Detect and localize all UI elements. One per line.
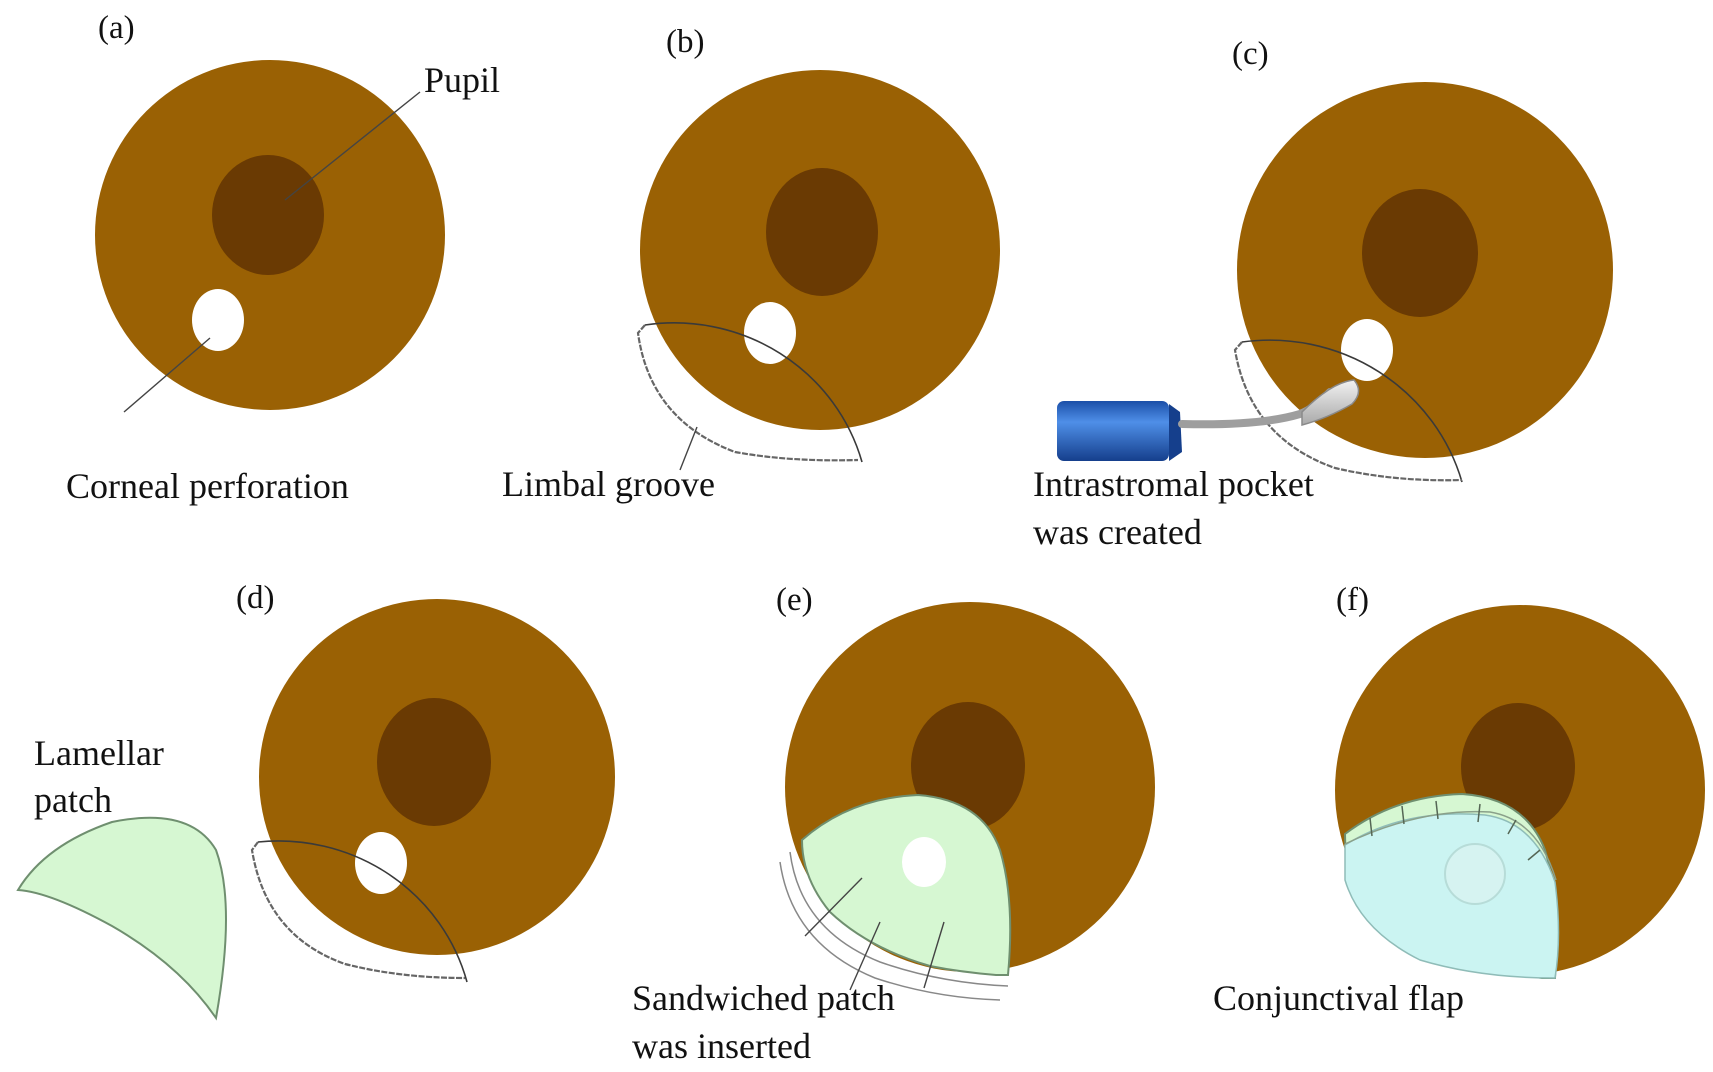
pupil-label: Pupil bbox=[424, 60, 500, 100]
suture bbox=[1435, 800, 1439, 820]
knife-handle bbox=[1057, 401, 1169, 461]
pupil bbox=[1362, 189, 1478, 317]
lamellar-patch-label-line1: Lamellar bbox=[34, 733, 164, 773]
flap-suture-line bbox=[1344, 810, 1557, 881]
patch-leader-line-1 bbox=[804, 877, 863, 937]
corneal-perforation bbox=[192, 289, 244, 351]
intrastromal-pocket-label-line1: Intrastromal pocket bbox=[1033, 464, 1314, 504]
sandwiched-patch-label-line2: was inserted bbox=[632, 1026, 811, 1066]
corneal-perforation bbox=[902, 837, 946, 887]
limbal-groove bbox=[636, 324, 859, 462]
crescent-knife bbox=[1057, 379, 1360, 461]
panel-label-d: (d) bbox=[236, 580, 274, 616]
corneal-perforation bbox=[355, 832, 407, 894]
incision-arc bbox=[644, 322, 863, 463]
suture bbox=[1477, 803, 1481, 823]
suture bbox=[1527, 849, 1541, 861]
panel-b: (b) Limbal groove bbox=[502, 24, 1000, 504]
pupil bbox=[377, 698, 491, 826]
lamellar-patch-label-line2: patch bbox=[34, 780, 112, 820]
limbal-groove-outer bbox=[789, 851, 1009, 987]
corneal-perforation bbox=[744, 302, 796, 364]
limbal-groove-inner bbox=[779, 861, 1001, 1001]
lamellar-patch bbox=[16, 816, 227, 1021]
panel-label-c: (c) bbox=[1232, 36, 1269, 72]
panel-label-f: (f) bbox=[1336, 582, 1369, 618]
suture bbox=[1369, 817, 1373, 837]
panel-e: (e) Sandwiched patch was inserted bbox=[632, 582, 1155, 1066]
knife-handle-tip bbox=[1169, 404, 1182, 461]
suture bbox=[1507, 819, 1517, 835]
incision-arc bbox=[1241, 339, 1463, 483]
panel-label-a: (a) bbox=[98, 10, 135, 46]
panel-a: (a) Pupil Corneal perforation bbox=[66, 10, 500, 506]
conjunctival-flap-label: Conjunctival flap bbox=[1213, 978, 1464, 1018]
panel-label-e: (e) bbox=[776, 582, 813, 618]
suture bbox=[1401, 805, 1405, 825]
pupil bbox=[212, 155, 324, 275]
perforation-leader-line bbox=[123, 337, 211, 413]
conjunctival-flap bbox=[1344, 813, 1560, 979]
limbal-groove-leader-line bbox=[679, 426, 698, 471]
sutures bbox=[1369, 800, 1541, 861]
knife-blade bbox=[1301, 379, 1360, 426]
panel-c: (c) Intrastromal pocket was created bbox=[1033, 36, 1613, 552]
limbal-groove-label: Limbal groove bbox=[502, 464, 715, 504]
intrastromal-pocket-groove bbox=[1233, 341, 1463, 482]
sandwiched-patch bbox=[800, 793, 1012, 976]
patch-leader-line-2 bbox=[849, 921, 881, 991]
sealed-perforation bbox=[1444, 843, 1506, 905]
corneal-perforation bbox=[1341, 319, 1393, 381]
panel-f: (f) Conjunctival flap bbox=[1213, 582, 1705, 1018]
sandwiched-patch-label-line1: Sandwiched patch bbox=[632, 978, 895, 1018]
panel-d: (d) Lamellar patch bbox=[16, 580, 615, 1021]
incision-arc bbox=[257, 840, 468, 983]
limbal-groove bbox=[250, 841, 466, 980]
patch-leader-line-3 bbox=[923, 921, 945, 989]
pupil bbox=[766, 168, 878, 296]
pupil-leader-line bbox=[284, 91, 421, 201]
corneal-perforation-label: Corneal perforation bbox=[66, 466, 349, 506]
intrastromal-pocket-label-line2: was created bbox=[1033, 512, 1202, 552]
panel-label-b: (b) bbox=[666, 24, 704, 60]
